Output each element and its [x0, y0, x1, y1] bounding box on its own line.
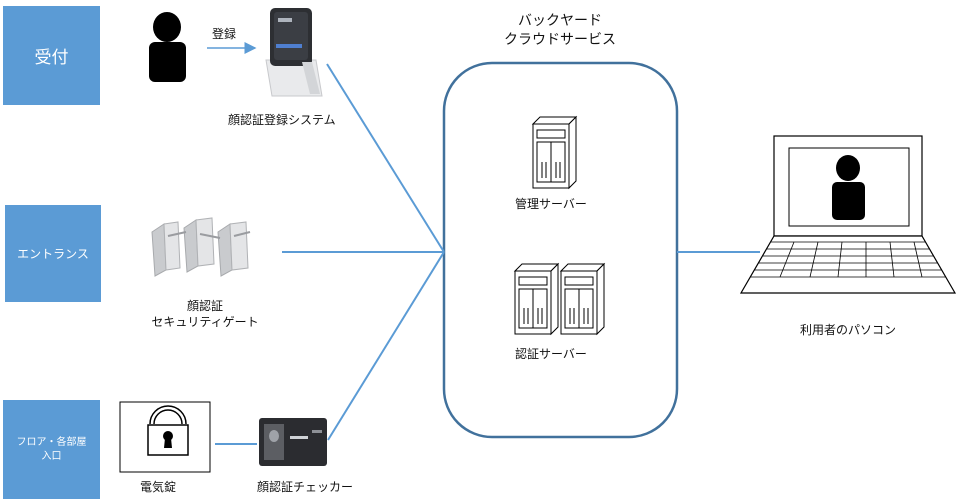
- entrance-box: エントランス: [5, 205, 101, 302]
- auth-server-label: 認証サーバー: [515, 347, 587, 361]
- face-gate-label-line2: セキュリティゲート: [151, 315, 259, 329]
- backyard-cloud-title-line1: バックヤード: [518, 13, 602, 29]
- floor-rooms-box: フロア・各部屋 入口: [3, 400, 100, 499]
- register-arrow-label: 登録: [212, 27, 237, 41]
- reception-label: 受付: [34, 48, 69, 68]
- management-server-label: 管理サーバー: [515, 197, 587, 211]
- face-gate-label: 顔認証 セキュリティゲート: [150, 298, 260, 330]
- entrance-label: エントランス: [17, 247, 89, 261]
- user-pc-label: 利用者のパソコン: [800, 323, 897, 337]
- reception-box: 受付: [3, 6, 100, 105]
- backyard-cloud-title-line2: クラウドサービス: [504, 32, 616, 48]
- connector-checker: [327, 251, 445, 441]
- face-gate-label-line1: 顔認証: [186, 299, 223, 313]
- electric-lock-label: 電気錠: [140, 480, 177, 494]
- floor-rooms-label-2: 入口: [41, 450, 62, 462]
- face-checker-label: 顔認証チェッカー: [257, 480, 354, 494]
- connector-registration: [326, 63, 445, 253]
- floor-rooms-label: フロア・各部屋: [16, 436, 87, 448]
- cloud-service-container: [442, 61, 679, 439]
- backyard-cloud-title: バックヤード クラウドサービス: [485, 12, 635, 50]
- face-registration-system-label: 顔認証登録システム: [228, 113, 336, 127]
